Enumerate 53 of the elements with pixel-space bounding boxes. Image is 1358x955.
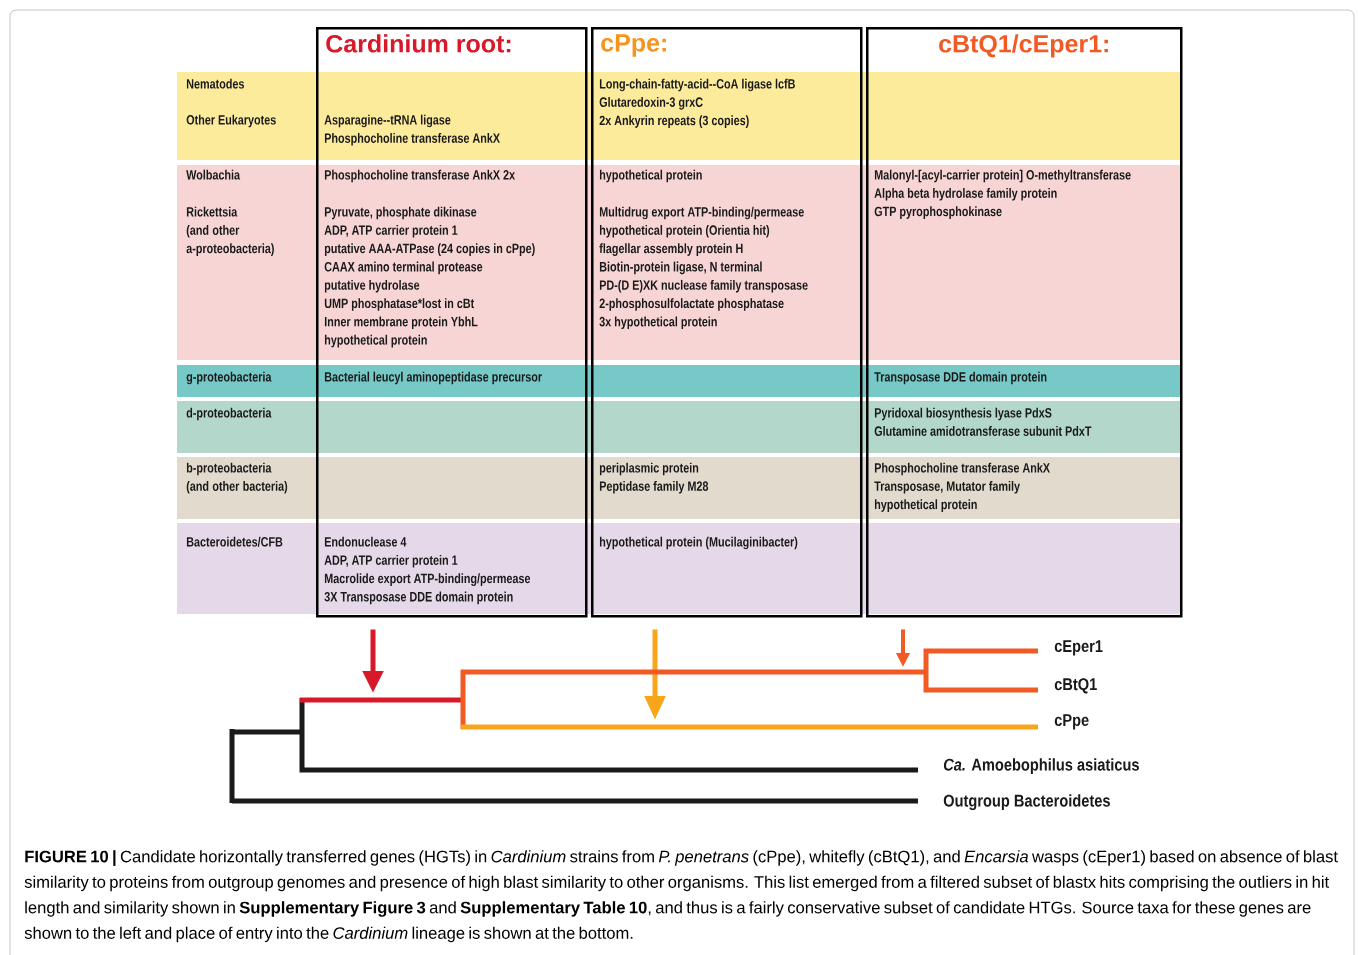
- gene-label: CAAX amino terminal protease: [324, 261, 483, 275]
- tip-label: Outgroup Bacteroidetes: [943, 794, 1110, 811]
- gene-label: Transposase, Mutator family: [874, 481, 1020, 494]
- tip-label: Ca. Amoebophilus asiaticus: [943, 758, 1139, 775]
- gene-label: 3x hypothetical protein: [599, 316, 717, 330]
- gene-label: 2x Ankyrin repeats (3 copies): [599, 115, 749, 128]
- taxon-label: b-proteobacteria (and other bacteria): [186, 462, 288, 494]
- gene-label: 3X Transposase DDE domain protein: [324, 591, 513, 605]
- gene-label: PD-(D E)XK nuclease family transposase: [599, 279, 808, 293]
- tip-label: cEper1: [1054, 640, 1103, 656]
- gene-label: hypothetical protein: [599, 169, 702, 183]
- gene-label: Phosphocholine transferase AnkX: [874, 462, 1050, 476]
- figure-caption: FIGURE 10 | Candidate horizontally transferred genes (HGTs) in Cardinium strains from P. penetrans (cPpe), whitefly (cBtQ1), and Encarsia wasps (cEper1) based on absence of blast similarity to proteins from outgroup genomes and presence of high blast similarity to other organisms. This list emerged from a filtered subset of blastx hits comprising the outliers in hit length and similarity shown in Supplementary Figure 3 and Supplementary Table 10, and thus is a fairly conservative subset of candidate HTGs. Source taxa for these genes are shown to the left and place of entry into the Cardinium lineage is shown at the bottom.: [24, 850, 1338, 943]
- gene-label: Macrolide export ATP-binding/permease: [324, 573, 531, 586]
- gene-label: Transposase DDE domain protein: [874, 371, 1047, 385]
- taxon-label: Other Eukaryotes: [186, 114, 276, 128]
- taxon-label: d-proteobacteria: [186, 407, 272, 421]
- gene-label: hypothetical protein (Orientia hit): [599, 225, 770, 238]
- gene-label: Asparagine--tRNA ligase: [324, 114, 451, 128]
- gene-label: Bacterial leucyl aminopeptidase precursor: [324, 371, 542, 385]
- tip-label: cBtQ1: [1054, 678, 1097, 694]
- gene-label: Inner membrane protein YbhL: [324, 316, 478, 330]
- gene-label: Pyruvate, phosphate dikinase: [324, 206, 477, 220]
- taxon-label: Bacteroidetes/CFB: [186, 536, 283, 547]
- gene-label: ADP, ATP carrier protein 1: [324, 555, 458, 568]
- gene-label: Phosphocholine transferase AnkX 2x: [324, 169, 515, 183]
- gene-label: Long-chain-fatty-acid--CoA ligase lcfB: [599, 78, 795, 92]
- gene-label: Phosphocholine transferase AnkX: [324, 133, 500, 146]
- taxon-label: g-proteobacteria: [186, 371, 272, 385]
- gene-label: Peptidase family M28: [599, 481, 709, 494]
- gene-label: hypothetical protein: [324, 334, 427, 348]
- gene-label: GTP pyrophosphokinase: [874, 206, 1002, 219]
- gene-label: Alpha beta hydrolase family protein: [874, 188, 1057, 201]
- gene-label: Malonyl-[acyl-carrier protein] O-methyltransferase: [874, 169, 1131, 183]
- taxon-label: Nematodes: [186, 78, 244, 89]
- gene-label: hypothetical protein: [874, 499, 977, 512]
- gene-label: Glutaredoxin-3 grxC: [599, 97, 703, 110]
- gene-label: Endonuclease 4: [324, 536, 407, 547]
- gene-label: hypothetical protein (Mucilaginibacter): [599, 536, 798, 550]
- tip-label: cPpe: [1054, 714, 1089, 730]
- gene-label: putative AAA-ATPase (24 copies in cPpe): [324, 243, 535, 256]
- gene-label: ADP, ATP carrier protein 1: [324, 225, 458, 238]
- gene-label: Pyridoxal biosynthesis lyase PdxS: [874, 407, 1052, 421]
- gene-label: Multidrug export ATP-binding/permease: [599, 206, 804, 220]
- taxon-label: Wolbachia: [186, 169, 241, 180]
- gene-label: putative hydrolase: [324, 279, 420, 293]
- gene-label: periplasmic protein: [599, 462, 699, 476]
- gene-label: flagellar assembly protein H: [599, 243, 743, 256]
- gene-label: Glutamine amidotransferase subunit PdxT: [874, 426, 1092, 436]
- gene-label: Biotin-protein ligase, N terminal: [599, 261, 762, 275]
- gene-label: UMP phosphatase*lost in cBt: [324, 298, 475, 311]
- gene-label: 2-phosphosulfolactate phosphatase: [599, 298, 784, 311]
- taxon-label: Rickettsia (and other a-proteobacteria): [186, 206, 274, 256]
